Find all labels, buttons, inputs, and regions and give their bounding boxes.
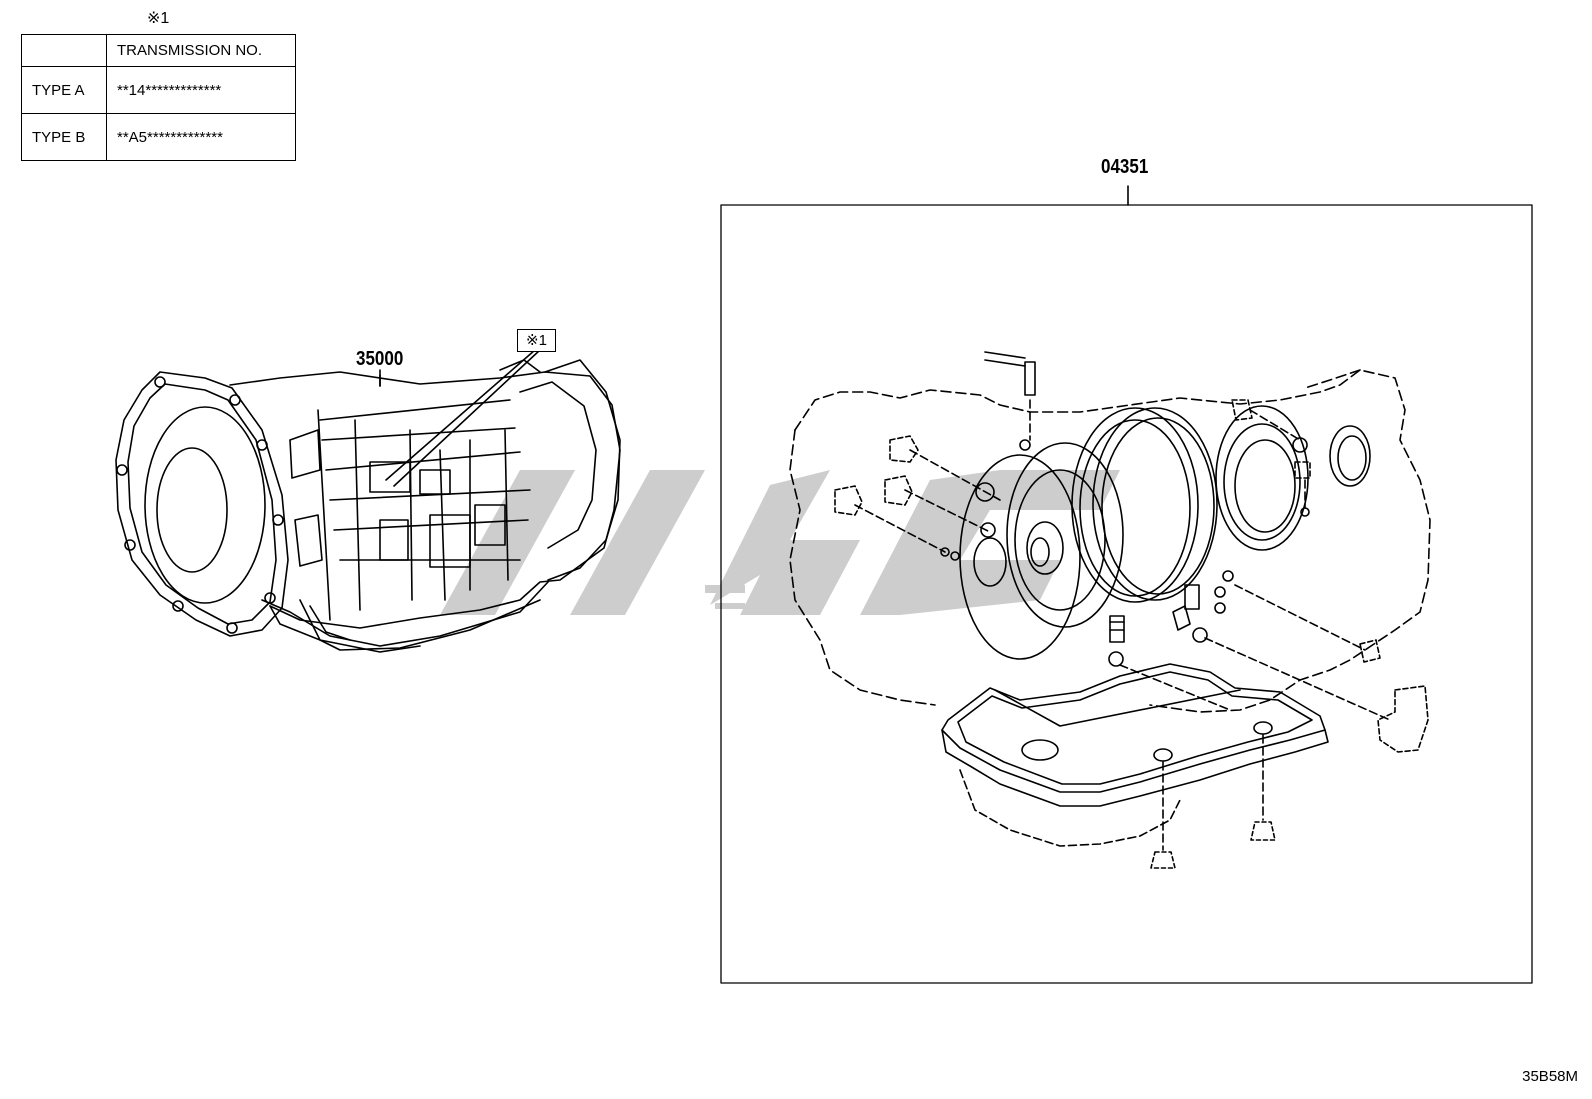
number-cell: **A5************* [106, 113, 296, 161]
gasket-kit-drawing [789, 351, 1431, 869]
table-row: TYPE B **A5************* [21, 113, 296, 161]
callout-leader [385, 349, 536, 481]
callout-leader [393, 349, 541, 487]
table-header-cell: TRANSMISSION NO. [106, 34, 296, 67]
table-header-row: TRANSMISSION NO. [21, 34, 296, 67]
figure-code: 35B58M [1522, 1068, 1578, 1085]
part-number-label: 35000 [356, 348, 404, 370]
kit-frame [720, 204, 1533, 984]
watermark-logo [440, 470, 1120, 615]
table-row: TYPE A **14************* [21, 66, 296, 114]
callout-marker-box: ※1 [517, 329, 556, 352]
number-cell: **14************* [106, 66, 296, 114]
part-number-label: 04351 [1101, 156, 1149, 178]
legend-marker: ※1 [147, 10, 170, 27]
table-header-cell [21, 34, 107, 67]
transmission-number-table: TRANSMISSION NO. TYPE A **14************… [21, 34, 296, 161]
